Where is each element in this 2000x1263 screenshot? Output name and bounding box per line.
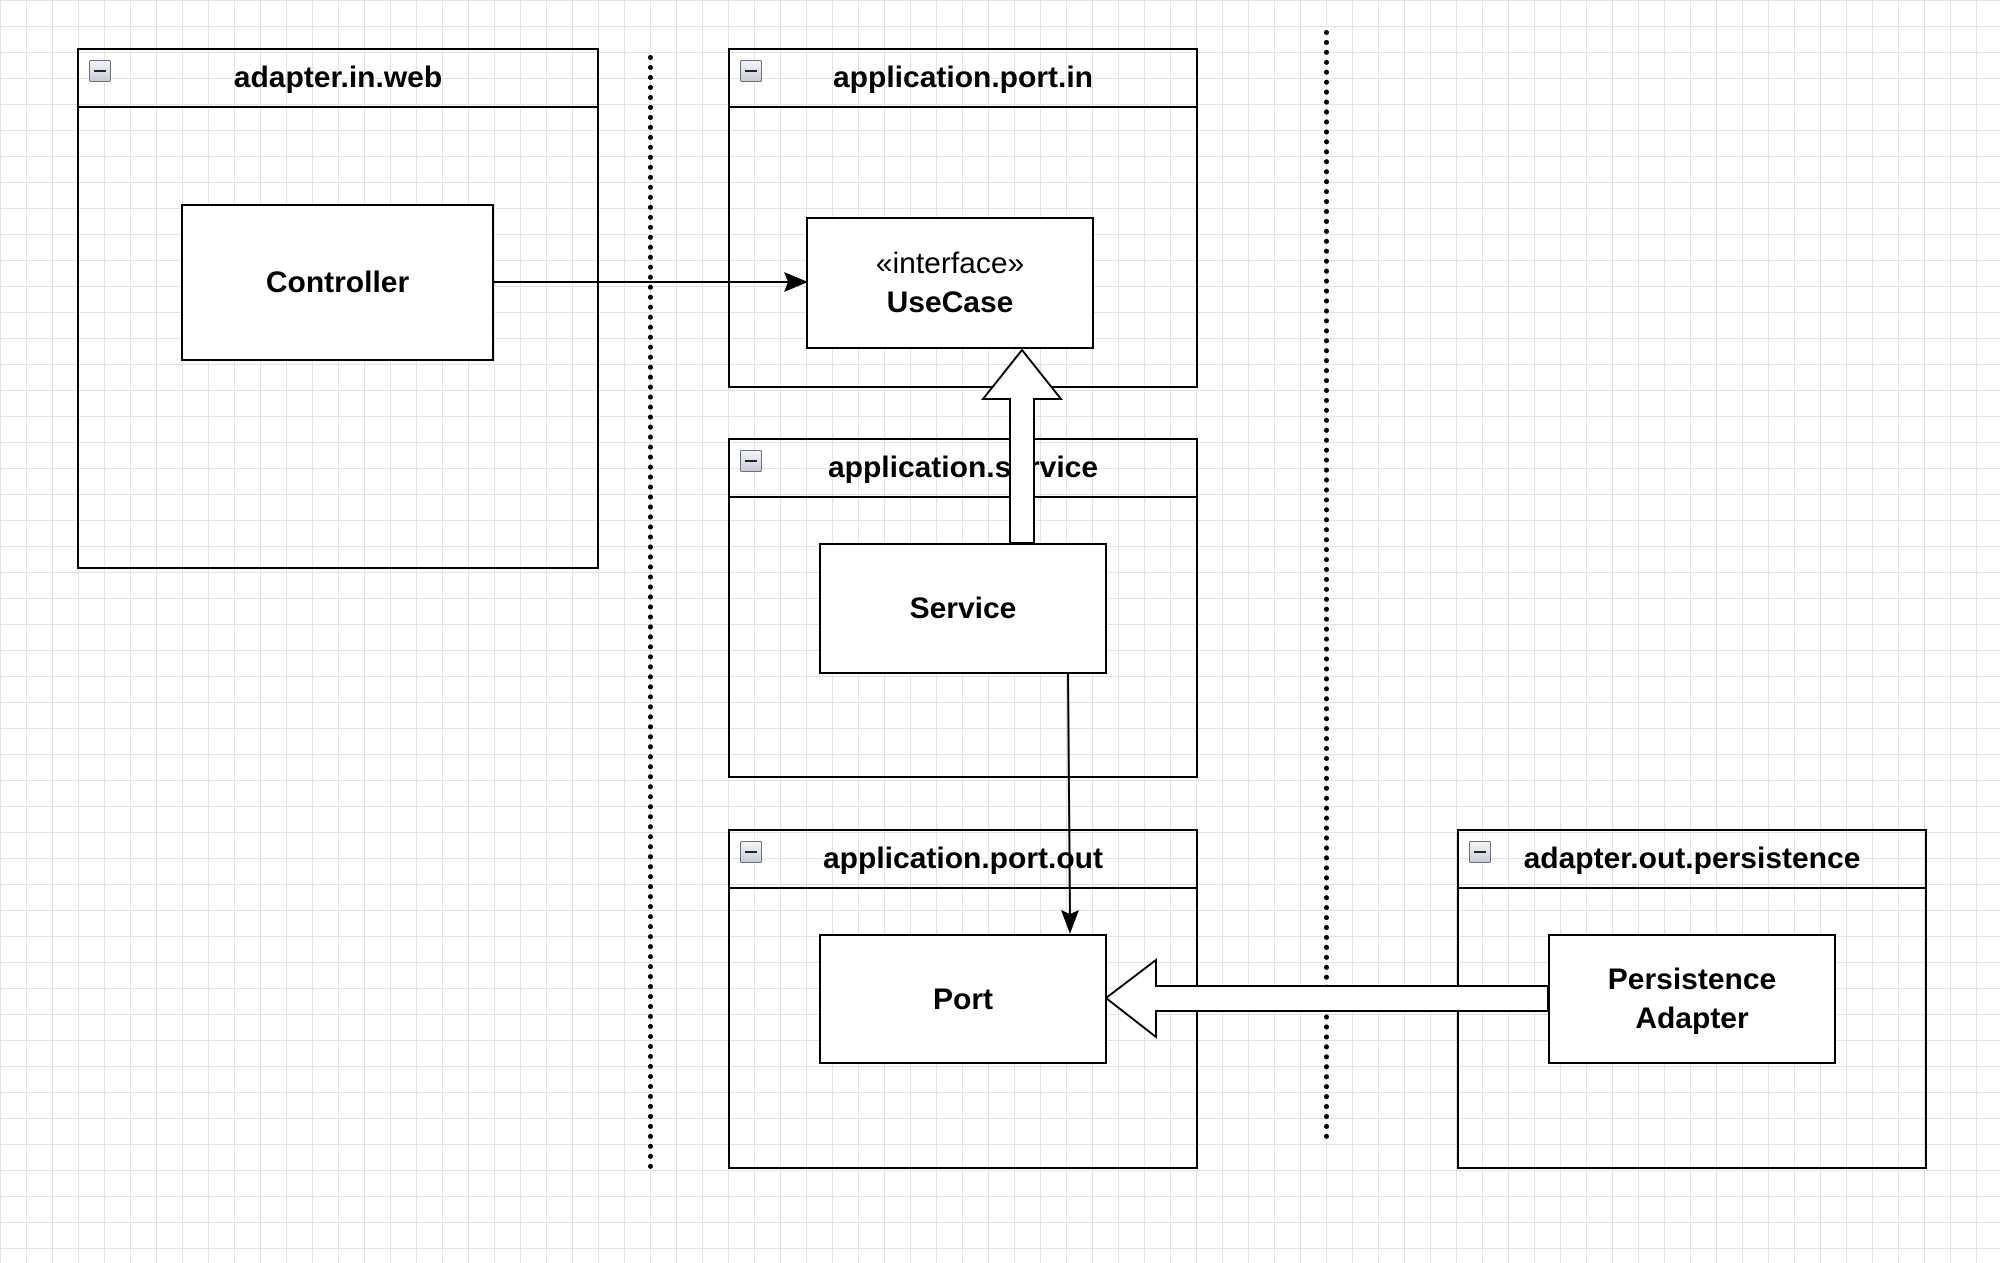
collapse-icon[interactable]	[740, 841, 762, 863]
package-header: adapter.in.web	[79, 50, 597, 108]
layer-divider-left	[648, 55, 653, 1170]
class-port[interactable]: Port	[819, 934, 1107, 1064]
class-name: Controller	[265, 266, 410, 299]
package-adapter-in-web[interactable]: adapter.in.web	[77, 48, 599, 569]
package-header: application.port.in	[730, 50, 1196, 108]
package-header: adapter.out.persistence	[1459, 831, 1925, 889]
collapse-icon[interactable]	[89, 60, 111, 82]
class-persistence-adapter[interactable]: Persistence Adapter	[1548, 934, 1836, 1064]
package-header: application.service	[730, 440, 1196, 498]
class-usecase[interactable]: «interface» UseCase	[806, 217, 1094, 349]
collapse-icon[interactable]	[740, 60, 762, 82]
class-name: Service	[909, 592, 1017, 625]
class-controller[interactable]: Controller	[181, 204, 494, 361]
package-title: adapter.in.web	[233, 61, 443, 94]
package-title: adapter.out.persistence	[1523, 842, 1861, 875]
class-service[interactable]: Service	[819, 543, 1107, 674]
package-application-port-in[interactable]: application.port.in	[728, 48, 1198, 388]
package-title: application.service	[827, 451, 1099, 484]
class-stereotype: «interface»	[875, 247, 1025, 280]
layer-divider-right	[1324, 30, 1329, 1140]
collapse-icon[interactable]	[740, 450, 762, 472]
package-adapter-out-persistence[interactable]: adapter.out.persistence	[1457, 829, 1927, 1169]
package-title: application.port.out	[823, 842, 1103, 875]
class-name: Port	[933, 982, 993, 1016]
class-name: Persistence Adapter	[1607, 963, 1777, 1035]
collapse-icon[interactable]	[1469, 841, 1491, 863]
package-header: application.port.out	[730, 831, 1196, 889]
package-title: application.port.in	[833, 61, 1093, 94]
class-name: UseCase	[886, 286, 1014, 319]
